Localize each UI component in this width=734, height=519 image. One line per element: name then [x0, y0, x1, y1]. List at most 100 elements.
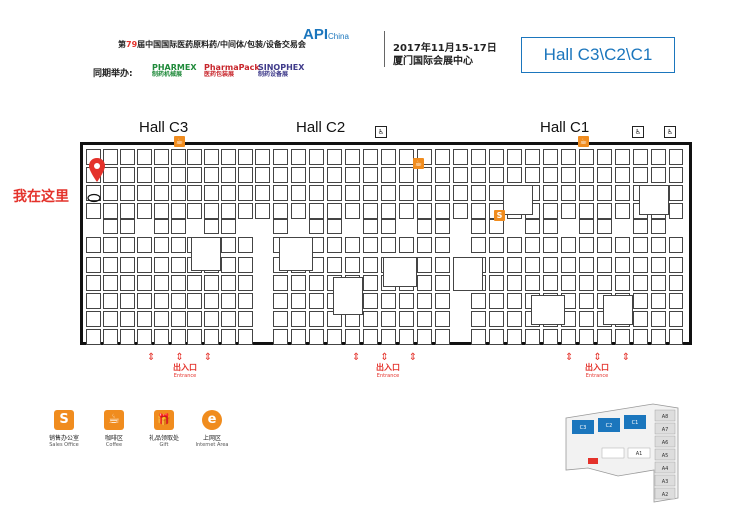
booth[interactable]	[154, 149, 169, 165]
booth[interactable]	[309, 329, 324, 345]
booth[interactable]	[543, 257, 558, 273]
booth[interactable]	[651, 293, 666, 309]
booth[interactable]	[435, 203, 450, 219]
booth[interactable]	[273, 293, 288, 309]
booth[interactable]	[137, 257, 152, 273]
booth[interactable]	[120, 203, 135, 219]
booth[interactable]	[525, 149, 540, 165]
booth[interactable]	[238, 167, 253, 183]
large-booth[interactable]	[191, 237, 221, 271]
booth[interactable]	[489, 167, 504, 183]
booth[interactable]	[273, 203, 288, 219]
booth[interactable]	[120, 275, 135, 291]
booth[interactable]	[363, 329, 378, 345]
large-booth[interactable]	[383, 257, 417, 287]
booth[interactable]	[471, 185, 486, 201]
booth[interactable]	[187, 293, 202, 309]
booth[interactable]	[86, 311, 101, 327]
booth[interactable]	[597, 275, 612, 291]
booth[interactable]	[345, 149, 360, 165]
booth[interactable]	[103, 203, 118, 219]
large-booth[interactable]	[503, 185, 533, 215]
booth[interactable]	[204, 293, 219, 309]
booth[interactable]	[238, 311, 253, 327]
booth[interactable]	[471, 149, 486, 165]
booth[interactable]	[327, 167, 342, 183]
booth[interactable]	[291, 275, 306, 291]
booth[interactable]	[399, 203, 414, 219]
booth[interactable]	[204, 219, 219, 234]
booth[interactable]	[399, 185, 414, 201]
booth[interactable]	[399, 167, 414, 183]
booth[interactable]	[363, 167, 378, 183]
booth[interactable]	[597, 167, 612, 183]
booth[interactable]	[651, 237, 666, 253]
booth[interactable]	[669, 149, 683, 165]
booth[interactable]	[171, 203, 186, 219]
booth[interactable]	[238, 149, 253, 165]
booth[interactable]	[363, 219, 378, 234]
large-booth[interactable]	[453, 257, 483, 291]
booth[interactable]	[651, 167, 666, 183]
booth[interactable]	[489, 257, 504, 273]
booth[interactable]	[221, 293, 236, 309]
booth[interactable]	[453, 167, 468, 183]
booth[interactable]	[86, 185, 101, 201]
coffee-icon[interactable]: ☕	[413, 158, 424, 169]
booth[interactable]	[238, 275, 253, 291]
booth[interactable]	[435, 329, 450, 345]
booth[interactable]	[633, 275, 648, 291]
booth[interactable]	[154, 237, 169, 253]
booth[interactable]	[221, 149, 236, 165]
booth[interactable]	[471, 237, 486, 253]
booth[interactable]	[291, 329, 306, 345]
booth[interactable]	[103, 237, 118, 253]
booth[interactable]	[345, 167, 360, 183]
booth[interactable]	[381, 237, 396, 253]
booth[interactable]	[507, 311, 522, 327]
booth[interactable]	[309, 311, 324, 327]
booth[interactable]	[363, 275, 378, 291]
booth[interactable]	[615, 149, 630, 165]
booth[interactable]	[633, 257, 648, 273]
booth[interactable]	[255, 167, 270, 183]
booth[interactable]	[363, 257, 378, 273]
booth[interactable]	[615, 237, 630, 253]
booth[interactable]	[489, 149, 504, 165]
booth[interactable]	[255, 149, 270, 165]
booth[interactable]	[561, 257, 576, 273]
booth[interactable]	[669, 329, 683, 345]
booth[interactable]	[543, 329, 558, 345]
booth[interactable]	[137, 149, 152, 165]
booth[interactable]	[204, 275, 219, 291]
booth[interactable]	[669, 203, 683, 219]
entrance-1[interactable]: 出入口 Entrance	[165, 364, 205, 380]
large-booth[interactable]	[603, 295, 633, 325]
booth[interactable]	[137, 311, 152, 327]
booth[interactable]	[137, 203, 152, 219]
booth[interactable]	[187, 329, 202, 345]
booth[interactable]	[597, 237, 612, 253]
booth[interactable]	[327, 257, 342, 273]
booth[interactable]	[120, 293, 135, 309]
booth[interactable]	[489, 293, 504, 309]
booth[interactable]	[417, 329, 432, 345]
booth[interactable]	[435, 237, 450, 253]
booth[interactable]	[309, 167, 324, 183]
booth[interactable]	[417, 311, 432, 327]
booth[interactable]	[363, 293, 378, 309]
booth[interactable]	[187, 149, 202, 165]
booth[interactable]	[204, 149, 219, 165]
booth[interactable]	[615, 257, 630, 273]
booth[interactable]	[417, 167, 432, 183]
booth[interactable]	[238, 203, 253, 219]
booth[interactable]	[507, 237, 522, 253]
booth[interactable]	[221, 219, 236, 234]
booth[interactable]	[417, 275, 432, 291]
booth[interactable]	[187, 275, 202, 291]
booth[interactable]	[204, 329, 219, 345]
booth[interactable]	[669, 293, 683, 309]
booth[interactable]	[154, 293, 169, 309]
booth[interactable]	[417, 185, 432, 201]
booth[interactable]	[204, 185, 219, 201]
